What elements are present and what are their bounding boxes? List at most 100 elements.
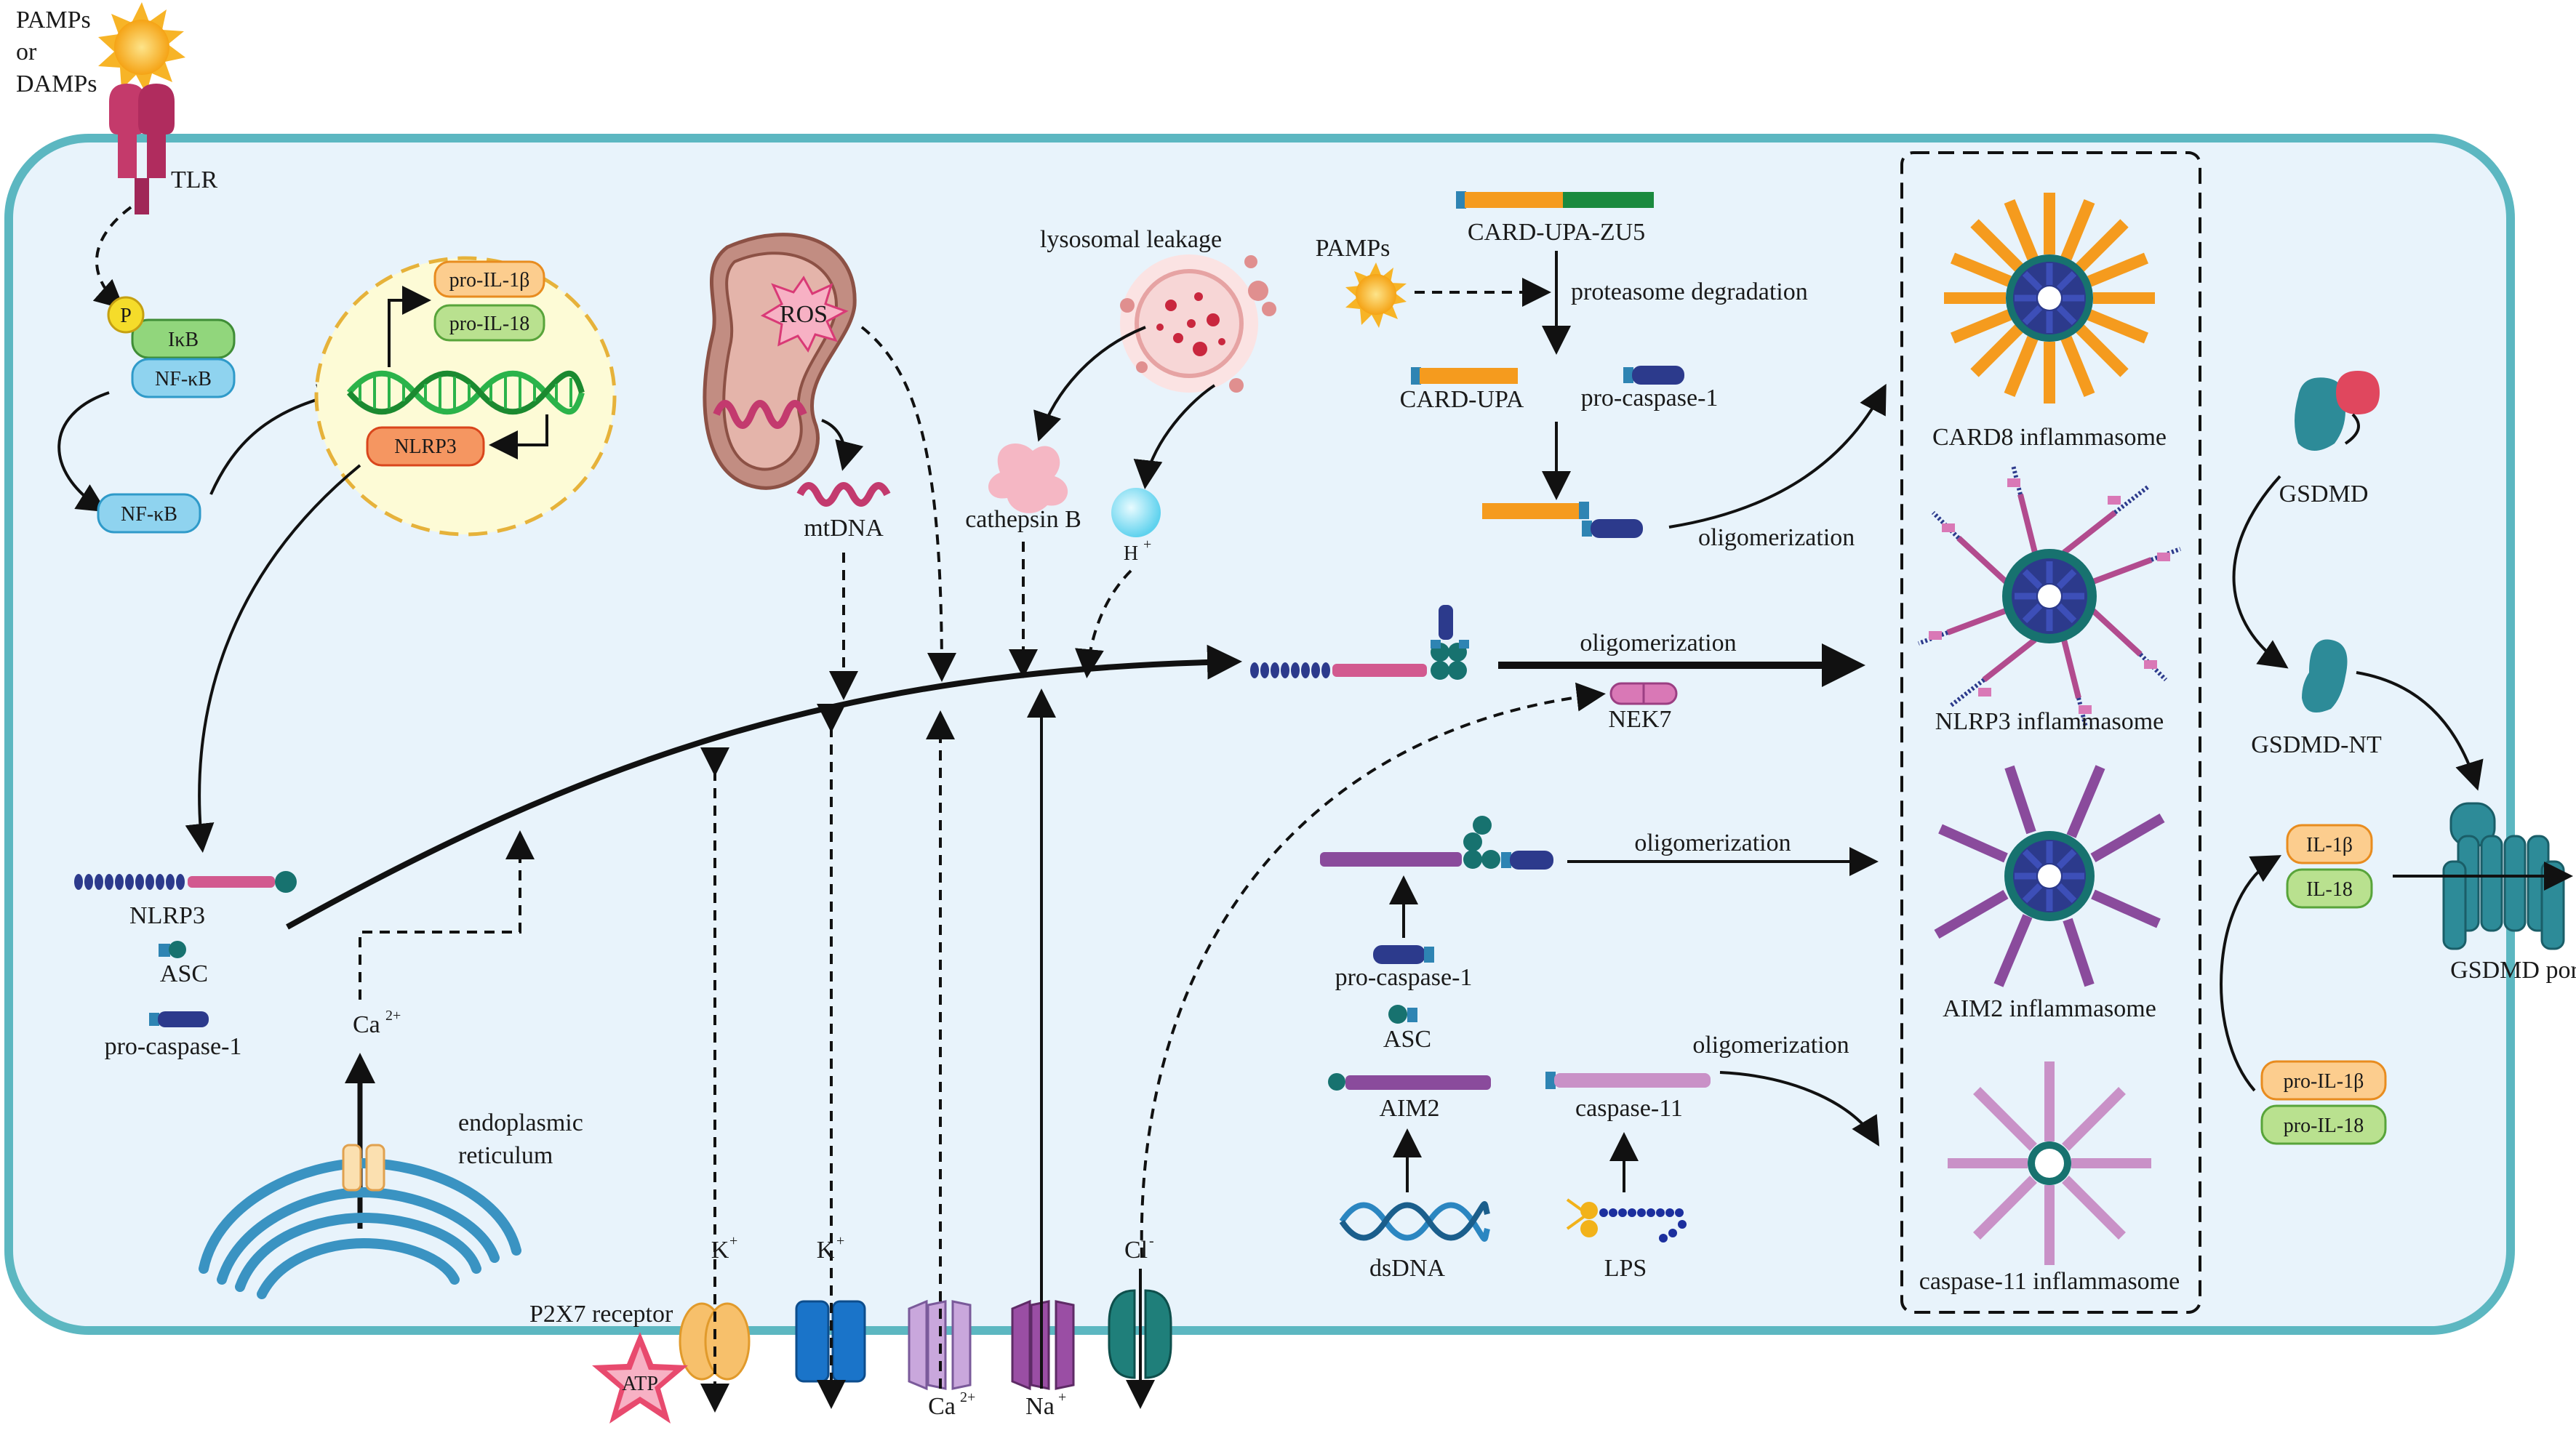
- k-label-1-base: K: [711, 1237, 729, 1264]
- main-activation-arrow: [286, 644, 1242, 930]
- pamps-right-label: PAMPs: [1316, 235, 1391, 262]
- cathepsin-b-icon: [988, 443, 1068, 513]
- il18-label: IL-18: [2306, 878, 2353, 901]
- na-label-sup: +: [1058, 1389, 1066, 1405]
- casp11-oligomerization-arrow: [1719, 1071, 1880, 1147]
- card8-complex-icon: [1482, 502, 1643, 538]
- nucleus-to-nlrp3-arrow: [185, 464, 361, 853]
- pamps-damps-label-2: or: [16, 39, 37, 65]
- caspase11-inflammasome-label: caspase-11 inflammasome: [1919, 1268, 2180, 1295]
- lysosome-to-h-arrow: [1133, 384, 1216, 489]
- endoplasmic-reticulum-icon: [199, 1157, 521, 1299]
- asc-left-label: ASC: [160, 960, 208, 987]
- nlrp3-protein-left: [74, 871, 297, 893]
- pro-il18-right-label: pro-IL-18: [2284, 1115, 2364, 1137]
- pro-caspase-1-aim2-icon: [1373, 945, 1434, 964]
- gsdmd-icon: [2295, 371, 2380, 451]
- card-upa-protein: [1411, 367, 1518, 385]
- dna-to-cytokine-arrow: [388, 286, 431, 367]
- cl-label-base: Cl: [1124, 1237, 1148, 1264]
- il1b-label: IL-1β: [2306, 834, 2353, 856]
- lysosome-icon: [1120, 254, 1276, 393]
- pamps-damps-group: PAMPs or DAMPs: [16, 2, 185, 97]
- atp-star-icon: [592, 1332, 688, 1424]
- cl-channel-icon: [1108, 1289, 1172, 1379]
- tlr-receptor-icon: [109, 84, 175, 214]
- nlrp3-asc-complex-icon: [1250, 605, 1469, 680]
- pamps-damps-label-3: DAMPs: [16, 71, 97, 97]
- card8-oligomerization-arrow: [1668, 383, 1887, 529]
- pamps-right-sun-icon: [1345, 262, 1407, 328]
- gsdmd-nt-icon: [2302, 639, 2348, 713]
- pro-il18-nucleus-label: pro-IL-18: [449, 313, 529, 335]
- mtdna-label: mtDNA: [804, 515, 884, 542]
- oligomerization-aim2-label: oligomerization: [1634, 830, 1791, 856]
- phospho-label: P: [120, 305, 132, 327]
- pro-il18-right-pill: [2260, 1104, 2387, 1145]
- h-ion-icon: [1111, 488, 1161, 537]
- pro-caspase-1-left-icon: [149, 1011, 209, 1027]
- k-label-2-base: K: [817, 1237, 835, 1264]
- ikb-nfkb-complex: IκB NF-κB P: [107, 296, 236, 398]
- card-upa-label: CARD-UPA: [1400, 386, 1524, 413]
- nfkb-label: NF-κB: [121, 503, 177, 526]
- pro-caspase-1-top-icon: [1623, 366, 1684, 385]
- mito-dna-icon: [713, 400, 807, 429]
- pro-il1b-nucleus-pill: [433, 260, 545, 298]
- dsdna-label: dsDNA: [1369, 1255, 1445, 1282]
- card-upa-zu5-protein: [1456, 191, 1654, 209]
- cathepsin-b-label: cathepsin B: [965, 506, 1081, 533]
- nek7-icon: [1609, 682, 1678, 705]
- lysosome-to-cathepsin-arrow: [1033, 326, 1146, 442]
- ca-er-label-base: Ca: [353, 1011, 380, 1038]
- cell-membrane: [4, 134, 2515, 1335]
- pamps-damps-label-1: PAMPs: [16, 7, 91, 33]
- pro-to-mature-il-arrow: [2220, 855, 2281, 1092]
- ca-channel-label-sup: 2+: [960, 1389, 975, 1405]
- lysosomal-leakage-label: lysosomal leakage: [1040, 226, 1222, 253]
- inflammasome-box: [1900, 151, 2201, 1314]
- dsdna-icon: [1339, 1201, 1490, 1242]
- gsdmd-label: GSDMD: [2279, 481, 2369, 507]
- card8-inflammasome-icon: [1944, 193, 2155, 404]
- dna-to-nlrp3-arrow: [489, 414, 548, 459]
- gsdmd-pore-label: GSDMD pore: [2450, 957, 2576, 984]
- pro-caspase-1-aim2-label: pro-caspase-1: [1335, 964, 1473, 991]
- caspase-11-protein-icon: [1545, 1072, 1711, 1089]
- lps-icon: [1566, 1198, 1687, 1243]
- tlr-label: TLR: [171, 166, 218, 193]
- na-label-base: Na: [1025, 1393, 1055, 1420]
- pro-il1b-nucleus-label: pro-IL-1β: [449, 269, 530, 292]
- aim2-inflammasome-label: AIM2 inflammasome: [1943, 995, 2156, 1022]
- il18-pill: [2286, 868, 2373, 909]
- ros-dashed-arrow: [860, 326, 956, 682]
- h-label-base: H: [1124, 542, 1138, 565]
- nfkb-complex-label: NF-κB: [155, 368, 212, 390]
- er-channel-icon: [342, 1144, 385, 1192]
- oligomerization-casp11-label: oligomerization: [1692, 1032, 1849, 1059]
- aim2-inflammasome-icon: [1934, 765, 2165, 987]
- asc-aim2-label: ASC: [1383, 1026, 1431, 1053]
- oligomerization-card8-label: oligomerization: [1698, 524, 1855, 551]
- k-label-2-sup: +: [836, 1233, 844, 1249]
- er-label-2: reticulum: [458, 1142, 553, 1169]
- aim2-asc-complex-icon: [1320, 816, 1553, 870]
- card-upa-zu5-label: CARD-UPA-ZU5: [1468, 219, 1645, 246]
- pro-caspase-1-left-label: pro-caspase-1: [105, 1033, 242, 1060]
- cl-label-sup: -: [1149, 1233, 1154, 1249]
- cl-to-nek7-arrow: [1140, 682, 1606, 1259]
- pro-il18-nucleus-pill: [433, 304, 545, 342]
- nek7-label: NEK7: [1609, 706, 1672, 733]
- mtdna-icon: [796, 482, 891, 507]
- pro-il1b-right-label: pro-IL-1β: [2284, 1070, 2364, 1093]
- caspase11-inflammasome-icon: [1948, 1061, 2151, 1265]
- nlrp3-nucleus-label: NLRP3: [394, 435, 457, 458]
- tlr-to-ikb-arrow: [92, 206, 132, 310]
- nlrp3-left-label: NLRP3: [129, 902, 205, 929]
- nlrp3-inflammasome-icon: [1917, 465, 2182, 728]
- ikb-label: IκB: [168, 329, 199, 351]
- k-label-1-sup: +: [729, 1233, 737, 1249]
- oligomerization-nlrp3-label: oligomerization: [1580, 630, 1736, 657]
- pro-il1b-right-pill: [2260, 1060, 2387, 1101]
- aim2-label: AIM2: [1379, 1095, 1439, 1122]
